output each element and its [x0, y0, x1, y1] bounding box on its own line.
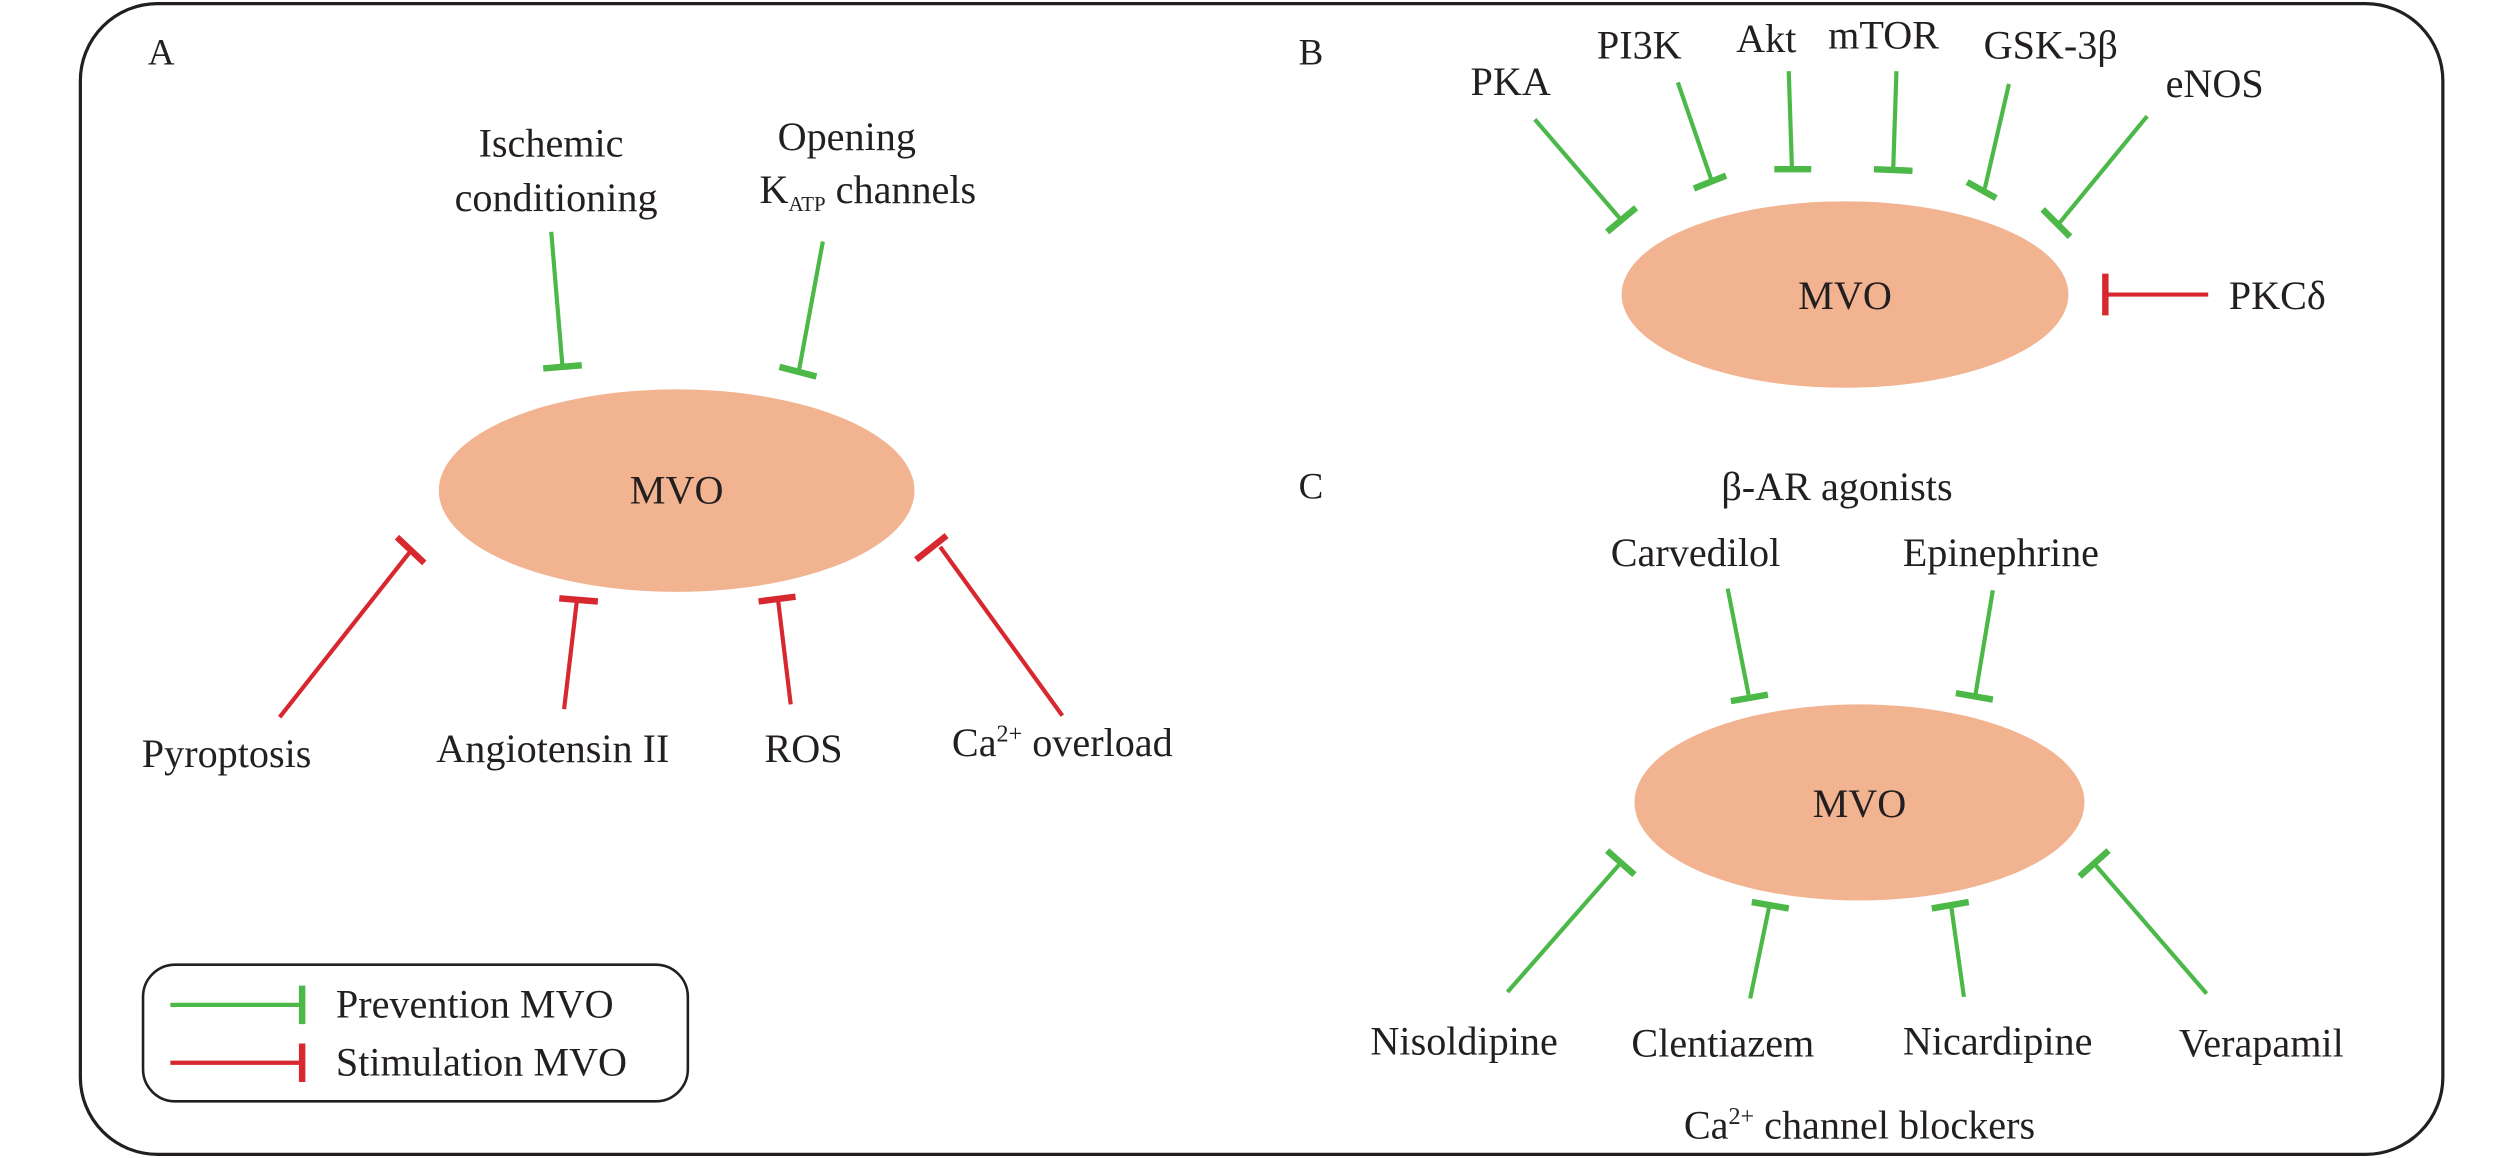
- panel-b-mvo-node: [1621, 201, 2069, 388]
- inhibit-arrow-ros: [758, 593, 796, 705]
- inhibit-arrow-angiotensin-ii: [559, 595, 599, 710]
- regulator-mtor: mTOR: [1828, 13, 1939, 58]
- legend-prevention-label: Prevention MVO: [336, 982, 614, 1027]
- inhibit-arrow-verapamil: [2077, 848, 2209, 996]
- inhibit-arrow-pi3k: [1675, 81, 1728, 192]
- panel-a-mvo-label: MVO: [630, 467, 724, 512]
- regulator-enos: eNOS: [2166, 61, 2264, 106]
- regulator-gsk-3b: GSK-3β: [1984, 22, 2118, 67]
- inhibit-arrow-ischemic-conditioning: [542, 231, 583, 372]
- inhibit-arrow-pkcd: [2102, 273, 2209, 316]
- panel-c-letter: C: [1299, 466, 1324, 507]
- regulator-ischemic-conditioning: Ischemic conditioning: [455, 120, 658, 220]
- inhibit-arrow-gsk-3b: [1965, 83, 2011, 201]
- legend-stimulation-symbol: [170, 1043, 306, 1083]
- regulator-opening-katp-channels: Opening KATP channels: [760, 114, 977, 216]
- regulator-pka: PKA: [1471, 59, 1551, 104]
- regulator-akt: Akt: [1736, 16, 1796, 61]
- panel-a-mvo-node: [438, 389, 915, 592]
- legend: Prevention MVO Stimulation MVO: [141, 963, 690, 1103]
- regulator-ca-overload: Ca2+ overload: [952, 720, 1173, 765]
- inhibit-arrow-epinephrine: [1955, 589, 1995, 703]
- panel-a-letter: A: [148, 32, 175, 73]
- panel-c-mvo-node: [1634, 704, 2085, 901]
- regulator-verapamil: Verapamil: [2179, 1020, 2344, 1065]
- panel-b-letter: B: [1299, 32, 1324, 73]
- regulator-clentiazem: Clentiazem: [1631, 1020, 1814, 1065]
- figure-frame: [78, 2, 2445, 1156]
- inhibit-arrow-ca-overload: [914, 533, 1065, 717]
- inhibit-arrow-mtor: [1873, 71, 1913, 174]
- panel-c: C β-AR agonists Carvedilol Epinephrine M…: [1299, 464, 2344, 1147]
- regulator-pkcd: PKCδ: [2229, 273, 2326, 318]
- group-title-beta-ar-agonists: β-AR agonists: [1721, 464, 1952, 509]
- legend-stimulation-label: Stimulation MVO: [336, 1040, 627, 1085]
- group-title-ca-channel-blockers: Ca2+ channel blockers: [1684, 1102, 2035, 1147]
- inhibit-arrow-katp-channels: [778, 241, 825, 380]
- inhibit-arrow-enos: [2040, 114, 2149, 239]
- regulator-ros: ROS: [765, 726, 843, 771]
- legend-prevention-symbol: [170, 985, 306, 1025]
- inhibit-arrow-clentiazem: [1748, 898, 1790, 999]
- regulator-nicardipine: Nicardipine: [1903, 1019, 2093, 1064]
- inhibit-arrow-nicardipine: [1931, 898, 1970, 998]
- inhibit-arrow-akt: [1774, 71, 1812, 173]
- inhibit-arrow-carvedilol: [1725, 588, 1769, 705]
- panel-c-mvo-label: MVO: [1813, 781, 1907, 826]
- regulator-pi3k: PI3K: [1597, 22, 1682, 67]
- regulator-epinephrine: Epinephrine: [1903, 530, 2099, 575]
- regulator-angiotensin-ii: Angiotensin II: [436, 726, 669, 771]
- panel-a: A MVO Ischemic conditioning Opening KATP…: [141, 32, 1173, 1103]
- regulator-carvedilol: Carvedilol: [1611, 530, 1781, 575]
- inhibit-arrow-pka: [1533, 117, 1639, 235]
- legend-box: [141, 963, 690, 1103]
- inhibit-arrow-pyroptosis: [278, 534, 427, 719]
- panel-b: B MVO PKA PI3K Akt mTOR GSK-3β eNOS: [1299, 13, 2326, 388]
- regulator-nisoldipine: Nisoldipine: [1370, 1019, 1557, 1064]
- regulator-pyroptosis: Pyroptosis: [142, 731, 312, 776]
- panel-b-mvo-label: MVO: [1798, 273, 1892, 318]
- inhibit-arrow-nisoldipine: [1505, 848, 1637, 994]
